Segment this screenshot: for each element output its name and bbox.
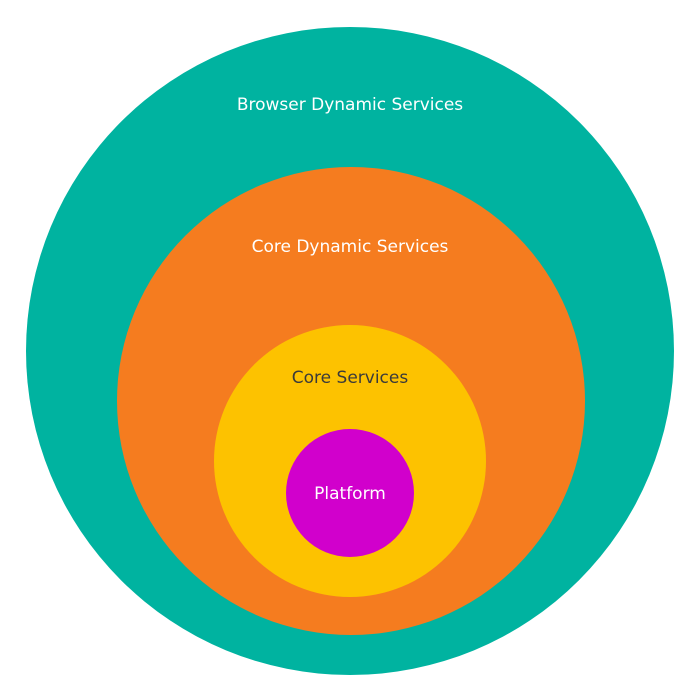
layer-label-browser-dynamic-services: Browser Dynamic Services <box>237 95 463 115</box>
layer-label-platform: Platform <box>314 484 386 504</box>
layer-label-core-dynamic-services: Core Dynamic Services <box>252 237 449 257</box>
layer-label-core-services: Core Services <box>292 368 409 388</box>
layer-circle-platform <box>286 429 414 557</box>
